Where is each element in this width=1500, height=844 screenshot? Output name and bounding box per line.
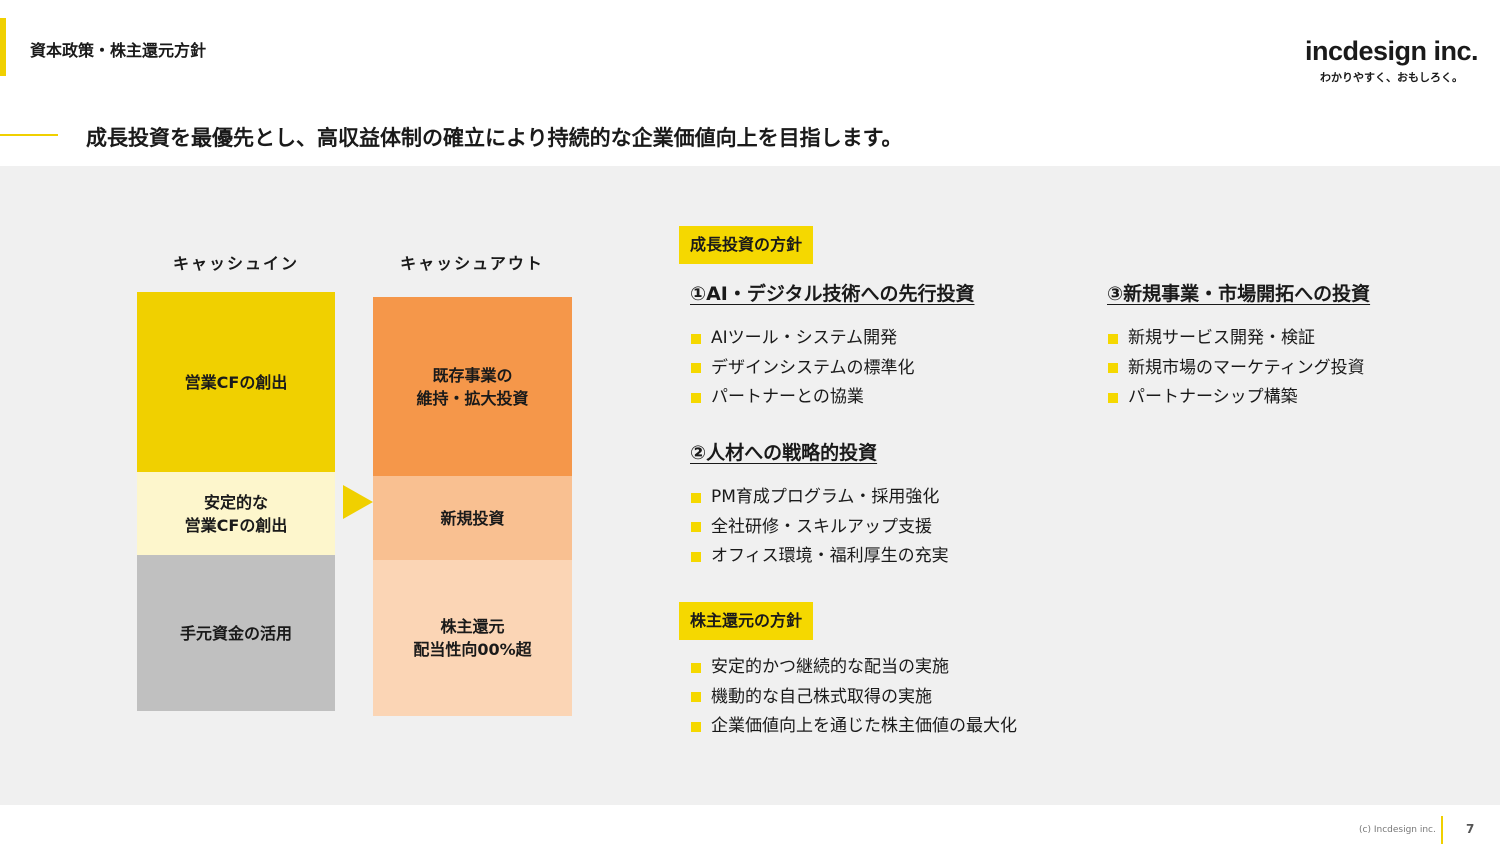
bullet-icon xyxy=(691,522,701,533)
return-policy-label: 株主還元の方針 xyxy=(679,602,814,640)
growth-section-list: PM育成プログラム・採用強化 全社研修・スキルアップ支援 オフィス環境・福利厚生… xyxy=(691,483,949,572)
bullet-icon xyxy=(691,692,701,703)
list-item: PM育成プログラム・採用強化 xyxy=(691,483,949,513)
growth-section-list: 新規サービス開発・検証 新規市場のマーケティング投資 パートナーシップ構築 xyxy=(1108,324,1365,413)
cash-in-block-cash-on-hand: 手元資金の活用 xyxy=(137,555,335,711)
bullet-icon xyxy=(691,363,701,374)
list-item: 安定的かつ継続的な配当の実施 xyxy=(691,653,1017,683)
footer-divider xyxy=(1441,816,1443,844)
growth-section-heading: ①AI・デジタル技術への先行投資 xyxy=(690,283,975,305)
company-logo: incdesign inc. わかりやすく、おもしろく。 xyxy=(1304,36,1479,85)
list-item: デザインシステムの標準化 xyxy=(691,354,915,384)
growth-section-list: AIツール・システム開発 デザインシステムの標準化 パートナーとの協業 xyxy=(691,324,915,413)
list-item: オフィス環境・福利厚生の充実 xyxy=(691,542,949,572)
logo-text: incdesign inc. xyxy=(1304,36,1479,66)
bullet-icon xyxy=(691,551,701,562)
arrow-right-icon xyxy=(343,485,373,519)
return-policy-list: 安定的かつ継続的な配当の実施 機動的な自己株式取得の実施 企業価値向上を通じた株… xyxy=(691,653,1017,742)
bullet-icon xyxy=(691,492,701,503)
cash-out-heading: キャッシュアウト xyxy=(400,254,544,273)
page-subtitle: 成長投資を最優先とし、高収益体制の確立により持続的な企業価値向上を目指します。 xyxy=(86,126,903,150)
page-number: 7 xyxy=(1466,822,1475,836)
cash-out-block-existing: 既存事業の維持・拡大投資 xyxy=(373,297,572,476)
cash-out-block-new-investment: 新規投資 xyxy=(373,476,572,560)
cash-in-block-operating-cf: 営業CFの創出 xyxy=(137,292,335,472)
list-item: 機動的な自己株式取得の実施 xyxy=(691,683,1017,713)
bullet-icon xyxy=(1108,392,1118,403)
subtitle-line xyxy=(0,134,58,136)
bullet-icon xyxy=(691,721,701,732)
list-item: パートナーシップ構築 xyxy=(1108,383,1365,413)
title-accent-bar xyxy=(0,18,6,76)
list-item: 新規市場のマーケティング投資 xyxy=(1108,354,1365,384)
bullet-icon xyxy=(691,392,701,403)
list-item: AIツール・システム開発 xyxy=(691,324,915,354)
copyright: (c) Incdesign inc. xyxy=(1359,825,1436,835)
logo-tagline: わかりやすく、おもしろく。 xyxy=(1319,71,1463,84)
bullet-icon xyxy=(691,333,701,344)
bullet-icon xyxy=(1108,333,1118,344)
list-item: 新規サービス開発・検証 xyxy=(1108,324,1365,354)
growth-policy-label: 成長投資の方針 xyxy=(679,226,814,264)
cash-out-block-shareholder-return: 株主還元配当性向00%超 xyxy=(373,560,572,716)
bullet-icon xyxy=(1108,363,1118,374)
bullet-icon xyxy=(691,662,701,673)
page-title: 資本政策・株主還元方針 xyxy=(30,41,207,60)
list-item: 企業価値向上を通じた株主価値の最大化 xyxy=(691,712,1017,742)
list-item: 全社研修・スキルアップ支援 xyxy=(691,513,949,543)
cash-in-heading: キャッシュイン xyxy=(172,254,299,273)
list-item: パートナーとの協業 xyxy=(691,383,915,413)
cash-in-block-stable-cf: 安定的な営業CFの創出 xyxy=(137,472,335,555)
growth-section-heading: ②人材への戦略的投資 xyxy=(690,442,878,464)
growth-section-heading: ③新規事業・市場開拓への投資 xyxy=(1107,283,1371,305)
